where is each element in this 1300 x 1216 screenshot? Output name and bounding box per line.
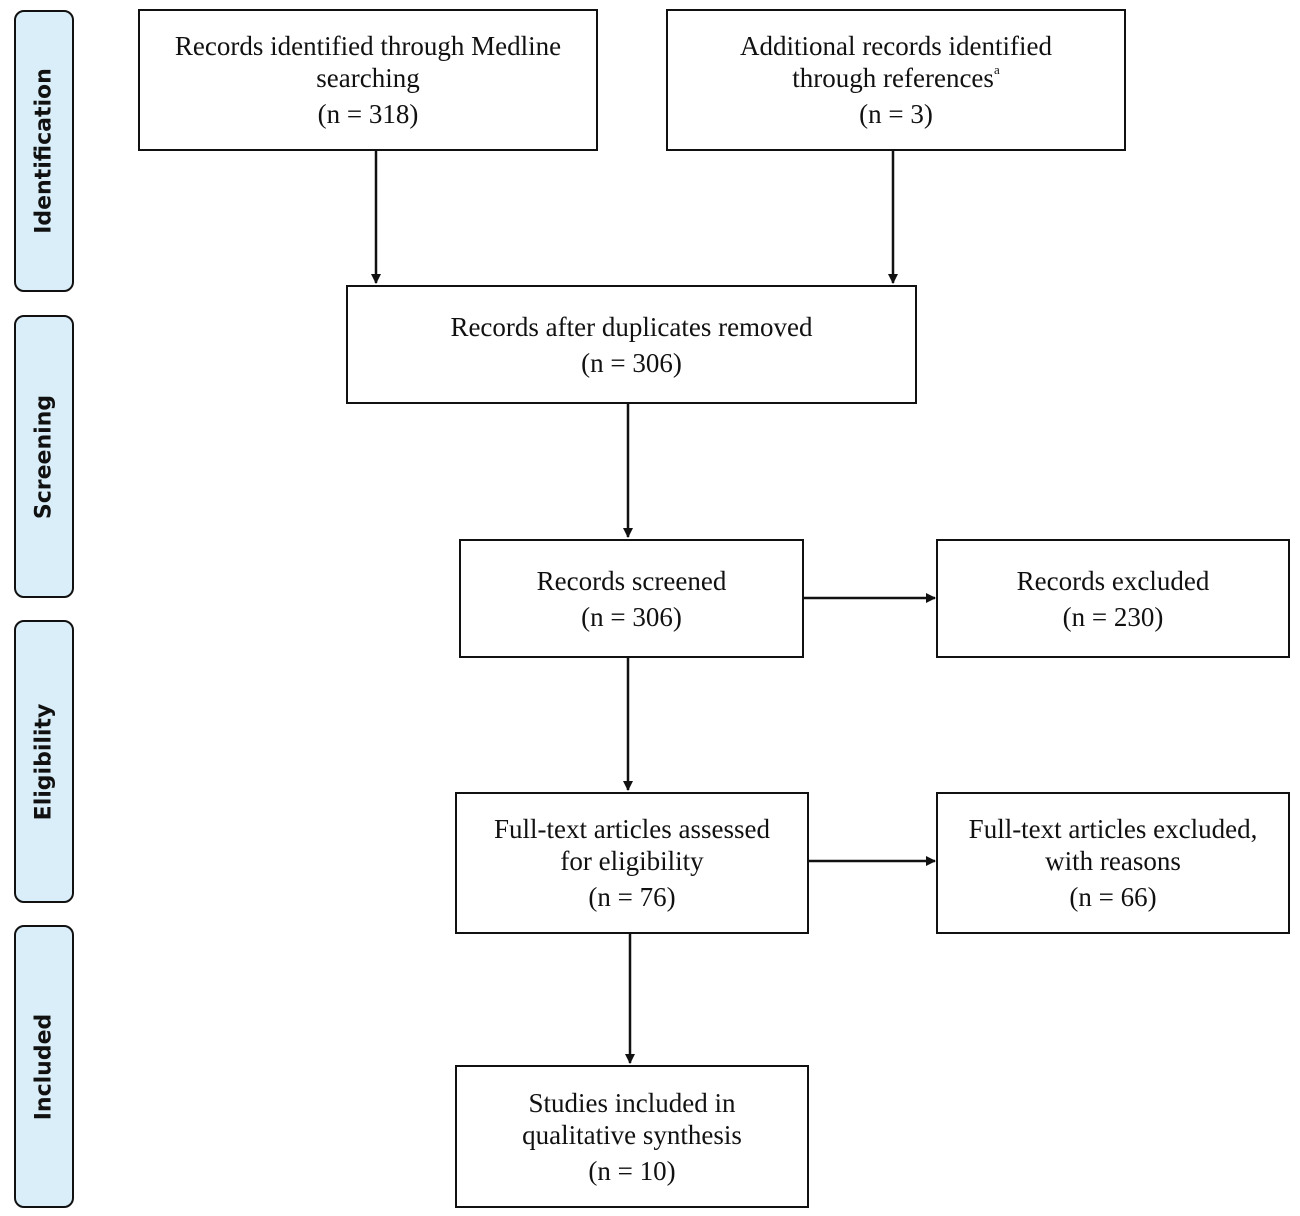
fulltext-assessed-line1: Full-text articles assessed <box>494 814 770 844</box>
additional-count: (n = 3) <box>859 99 933 129</box>
box-medline-records: Records identified through Medline searc… <box>138 9 598 151</box>
box-studies-included: Studies included in qualitative synthesi… <box>455 1065 809 1208</box>
additional-line2: through references <box>792 63 994 93</box>
screened-count: (n = 306) <box>581 601 682 632</box>
excluded-count: (n = 230) <box>1062 601 1164 632</box>
medline-count: (n = 318) <box>317 99 419 129</box>
stage-included: Included <box>14 925 74 1208</box>
box-records-excluded: Records excluded (n = 230) <box>936 539 1290 658</box>
box-additional-records: Additional records identified through re… <box>666 9 1126 151</box>
after-duplicates-line1: Records after duplicates removed <box>450 311 813 342</box>
studies-included-line1: Studies included in <box>528 1087 736 1118</box>
medline-line2: searching <box>316 63 420 93</box>
additional-line1: Additional records identified <box>740 31 1052 61</box>
additional-footnote-marker: a <box>993 62 1000 77</box>
after-duplicates-count: (n = 306) <box>581 347 682 378</box>
box-fulltext-excluded: Full-text articles excluded, with reason… <box>936 792 1290 934</box>
stage-screening: Screening <box>14 315 74 598</box>
fulltext-assessed-count: (n = 76) <box>588 882 676 912</box>
excluded-line1: Records excluded <box>1016 565 1210 596</box>
fulltext-excluded-line2: with reasons <box>1045 846 1181 876</box>
stage-identification: Identification <box>14 10 74 292</box>
stage-eligibility: Eligibility <box>14 620 74 903</box>
fulltext-excluded-line1: Full-text articles excluded, <box>968 814 1258 844</box>
box-fulltext-assessed: Full-text articles assessed for eligibil… <box>455 792 809 934</box>
fulltext-excluded-count: (n = 66) <box>1069 882 1157 912</box>
box-records-screened: Records screened (n = 306) <box>459 539 804 658</box>
medline-line1: Records identified through Medline <box>174 31 562 61</box>
box-after-duplicates: Records after duplicates removed (n = 30… <box>346 285 917 404</box>
studies-included-count: (n = 10) <box>588 1155 676 1186</box>
additional-line2-wrap: through referencesa <box>792 62 999 94</box>
studies-included-line2: qualitative synthesis <box>522 1119 742 1150</box>
fulltext-assessed-line2: for eligibility <box>560 846 704 876</box>
screened-line1: Records screened <box>536 565 727 596</box>
